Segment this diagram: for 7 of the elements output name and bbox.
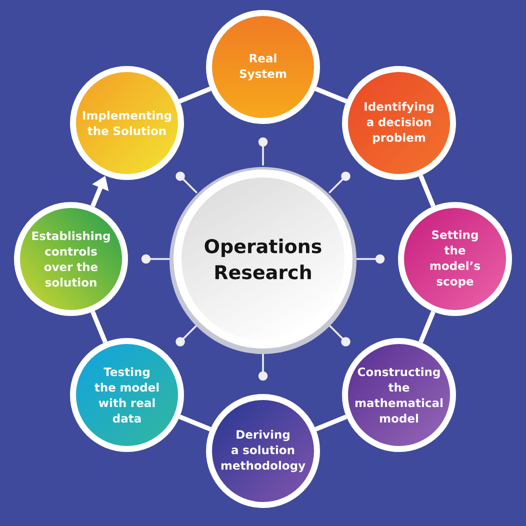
connector-line <box>178 86 212 104</box>
connector-line <box>178 414 212 432</box>
connector-line <box>418 174 436 208</box>
connector-line <box>418 310 436 344</box>
connector-line <box>90 310 108 344</box>
connector-line <box>314 414 348 432</box>
connector-line <box>314 86 348 104</box>
